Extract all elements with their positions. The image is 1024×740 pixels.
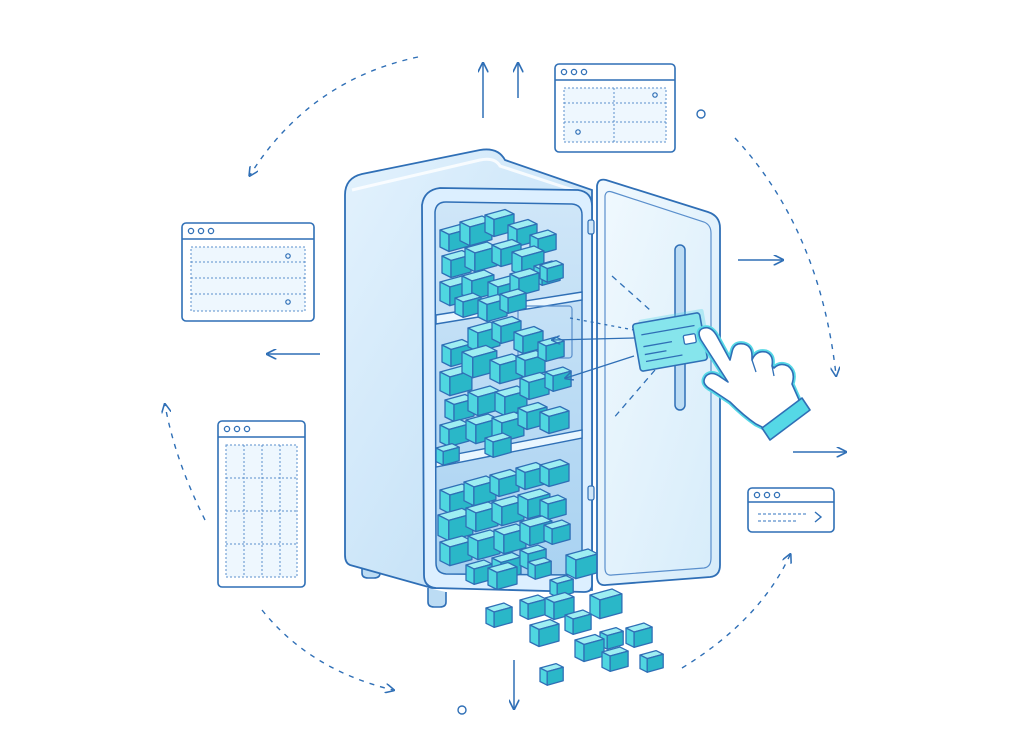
cube: [435, 442, 460, 466]
browser-window-top: [554, 63, 676, 153]
pointing-hand-icon[interactable]: [696, 325, 811, 441]
cube: [537, 336, 565, 362]
orbit-arc-top-right: [734, 137, 836, 375]
cube: [485, 602, 513, 628]
orbit-arc-top-left: [250, 56, 419, 175]
cube: [543, 519, 571, 545]
cube: [625, 622, 653, 648]
cube: [515, 349, 546, 379]
cube: [499, 288, 527, 314]
cube-pile: [435, 208, 664, 686]
cube: [539, 259, 564, 283]
fridge-door: [596, 178, 721, 586]
cube: [491, 495, 525, 527]
flow-arrows: [268, 64, 845, 708]
orbit-arc-bottom-left: [261, 609, 393, 690]
cube: [441, 249, 472, 279]
cube: [639, 649, 664, 673]
cube: [529, 618, 560, 648]
cube: [439, 535, 473, 567]
cube: [564, 609, 592, 635]
cube: [519, 594, 547, 620]
cube: [601, 646, 629, 672]
cube: [454, 292, 482, 318]
cube: [507, 218, 538, 248]
orbit-arcs: [165, 56, 836, 690]
cube: [464, 241, 498, 273]
cube: [494, 385, 528, 417]
cube: [484, 432, 512, 458]
browser-window-right: [747, 487, 835, 533]
cube: [489, 468, 520, 498]
cube: [487, 561, 518, 591]
cube: [544, 366, 572, 392]
orbit-arc-left: [165, 405, 206, 521]
browser-window-left: [181, 222, 315, 322]
cube: [519, 371, 550, 401]
cube: [527, 556, 552, 580]
browser-window-bottom-left: [217, 420, 306, 588]
cube: [539, 405, 570, 435]
scan-lines: [553, 275, 656, 421]
cube: [589, 588, 623, 620]
credit-card-icon[interactable]: [632, 308, 712, 372]
cube: [565, 548, 599, 580]
dot-bottom: [457, 705, 467, 715]
hand-cuff: [761, 397, 811, 441]
cube: [439, 418, 470, 448]
cube: [539, 494, 567, 520]
fridge-foot-right: [427, 588, 447, 608]
cube: [574, 633, 605, 663]
cube: [539, 458, 570, 488]
dot-top-right: [696, 109, 706, 119]
cube: [539, 662, 564, 686]
